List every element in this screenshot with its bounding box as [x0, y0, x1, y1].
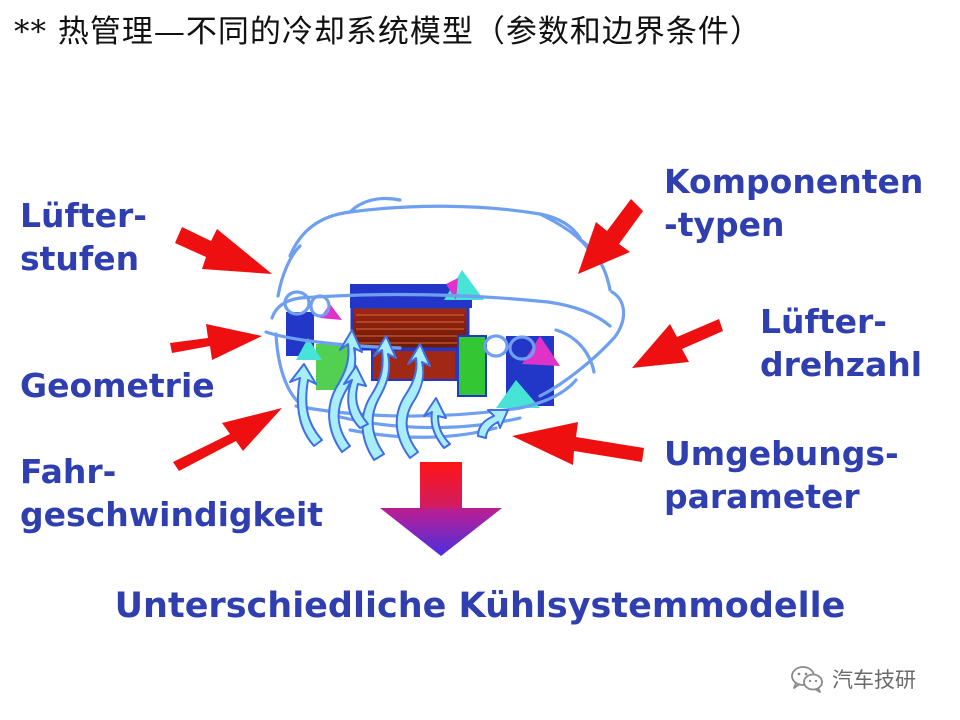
- airflow-arrow: [343, 365, 369, 429]
- arrow-luefterstufen: [175, 227, 272, 274]
- slide-title: ** 热管理—不同的冷却系统模型（参数和边界条件）: [14, 14, 762, 50]
- watermark: 汽车技研: [790, 664, 916, 694]
- arrow-umgebungsparameter: [512, 422, 644, 465]
- airflow-arrows: [289, 329, 509, 461]
- airflow-arrow: [328, 329, 363, 453]
- label-line: -typen: [664, 205, 785, 244]
- arrow-komponententypen: [578, 199, 643, 274]
- airflow-arrow: [361, 335, 397, 461]
- label-luefterstufen: Lüfter- stufen: [20, 194, 147, 280]
- label-line: Geometrie: [20, 366, 215, 405]
- arrow-luefterdrehzahl: [632, 319, 723, 368]
- radiator-module: [286, 270, 560, 408]
- label-umgebungsparameter: Umgebungs- parameter: [664, 432, 899, 518]
- result-caption: Unterschiedliche Kühlsystemmodelle: [114, 586, 846, 626]
- label-line: Fahr-: [20, 452, 117, 491]
- label-line: geschwindigkeit: [20, 495, 324, 534]
- label-fahrgeschwindigkeit: Fahr- geschwindigkeit: [20, 450, 323, 536]
- label-geometrie: Geometrie: [20, 364, 215, 407]
- label-luefterdrehzahl: Lüfter- drehzahl: [760, 300, 922, 386]
- airflow-arrow: [477, 409, 509, 439]
- arrow-fahrgeschwindigkeit: [173, 408, 282, 471]
- label-line: stufen: [20, 239, 140, 278]
- arrow-geometrie: [170, 324, 262, 360]
- result-arrow: [380, 462, 502, 556]
- airflow-arrow: [423, 397, 451, 449]
- wechat-icon: [791, 666, 823, 693]
- label-komponententypen: Komponenten -typen: [664, 160, 923, 246]
- parameter-arrows: [170, 199, 723, 471]
- label-line: drehzahl: [760, 345, 923, 384]
- watermark-text: 汽车技研: [832, 668, 916, 692]
- airflow-arrow: [395, 343, 431, 459]
- label-line: Komponenten: [664, 162, 924, 201]
- airflow-arrow: [289, 363, 323, 447]
- label-line: Umgebungs-: [664, 434, 899, 473]
- label-line: Lüfter-: [20, 196, 148, 235]
- label-line: parameter: [664, 477, 860, 516]
- label-line: Lüfter-: [760, 302, 888, 341]
